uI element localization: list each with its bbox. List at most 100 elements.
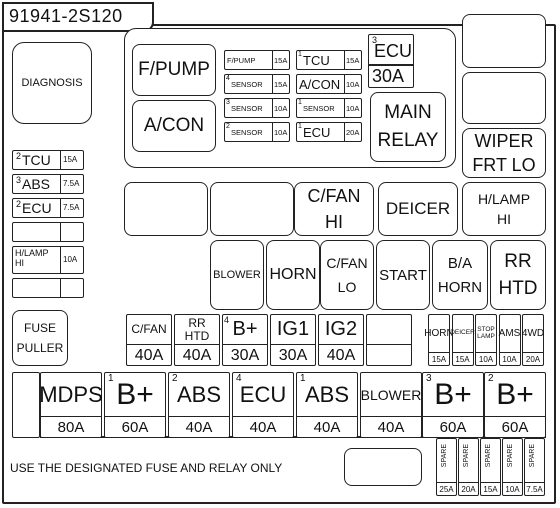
mini-fuse-2	[222, 314, 268, 366]
fuse-puller-line2: PULLER	[16, 341, 64, 355]
fuse-puller-line1: FUSE	[23, 321, 56, 335]
big-fuse-3-amp: 40A	[249, 418, 277, 436]
relay-blank-top-right-1	[462, 14, 546, 68]
mini-fuse-2-label: B+	[232, 318, 258, 340]
spare-fuse-0-amp: 25A	[439, 484, 454, 494]
left-fuse-5-divider	[60, 278, 62, 298]
tiny-fuse-1-label: DEICER	[450, 329, 475, 337]
mini-fuse-1-amp: 40A	[182, 347, 212, 364]
mini-fuse-5-divider	[366, 344, 412, 346]
left-fuse-2-divider	[60, 198, 62, 218]
big-fuse-row-end-cap	[12, 372, 40, 438]
big-fuse-1-amp: 60A	[121, 418, 149, 436]
diagnosis-connector: DIAGNOSIS	[12, 42, 92, 124]
big-fuse-4-label: ABS	[304, 382, 350, 407]
big-fuse-3-divider	[232, 416, 294, 418]
relay-fpump: F/PUMP	[132, 44, 216, 96]
left-fuse-1-divider	[60, 174, 62, 194]
small-right-fuse-1-label: A/CON	[299, 77, 341, 92]
small-left-fuse-3-amp: 10A	[274, 128, 288, 137]
spare-fuse-1-amp: 20A	[461, 484, 476, 494]
fuse-ecu3-amp: 30A	[372, 66, 405, 86]
small-left-fuse-1-divider	[272, 74, 274, 94]
spare-fuse-3-divider	[502, 482, 523, 484]
big-fuse-7-sup: 2	[488, 373, 494, 384]
left-fuse-1-sup: 3	[16, 175, 22, 185]
mini-fuse-4-divider	[318, 344, 364, 346]
mini-fuse-0-divider	[126, 344, 172, 346]
tiny-fuse-2-divider	[475, 352, 497, 354]
tiny-fuse-1-divider	[451, 352, 474, 354]
relay-cfan-hi-line1: C/FAN	[307, 185, 361, 206]
small-right-fuse-1	[296, 74, 362, 94]
small-right-fuse-0-sup: 1	[298, 51, 302, 58]
relay-blower: BLOWER	[210, 240, 264, 310]
fuse-ecu3-divider	[368, 64, 414, 66]
mini-fuse-0	[126, 314, 172, 366]
big-fuse-4	[296, 372, 358, 438]
small-right-fuse-3	[296, 122, 362, 142]
relay-cfan-lo: C/FAN LO	[320, 240, 374, 310]
part-number: 91941-2S120	[9, 6, 123, 26]
left-fuse-3	[12, 222, 84, 242]
small-right-fuse-0-label: TCU	[303, 53, 330, 68]
relay-rr-htd-line2: HTD	[498, 277, 538, 299]
left-fuse-4	[12, 246, 84, 274]
left-fuse-5	[12, 278, 84, 298]
big-fuse-7-label: B+	[496, 378, 534, 411]
small-left-fuse-0	[224, 50, 290, 70]
tiny-fuse-3-amp: 10A	[502, 355, 517, 364]
left-fuse-4-label: H/LAMP HI	[15, 248, 49, 268]
small-left-fuse-2	[224, 98, 290, 118]
small-right-fuse-2-amp: 10A	[346, 104, 360, 113]
small-right-fuse-2-divider	[344, 98, 346, 118]
spare-fuse-1-label: SPARE	[463, 444, 470, 468]
relay-rr-htd: RR HTD	[490, 240, 546, 310]
spare-fuse-2-divider	[480, 482, 501, 484]
relay-start: START	[376, 240, 430, 310]
relay-hlamp-hi-line1: H/LAMP	[477, 191, 531, 207]
small-left-fuse-2-label: SENSOR	[231, 104, 263, 113]
big-fuse-5-label: BLOWER	[360, 387, 422, 403]
big-fuse-2-label: ABS	[176, 382, 222, 407]
notice-text: USE THE DESIGNATED FUSE AND RELAY ONLY	[10, 461, 283, 475]
fuse-puller: FUSE PULLER	[12, 310, 68, 366]
spare-fuse-2	[480, 438, 501, 496]
relay-blank-top-right-2	[462, 72, 546, 124]
left-fuse-2-sup: 2	[16, 199, 22, 209]
left-fuse-0-divider	[60, 150, 62, 170]
mini-fuse-2-amp: 30A	[230, 347, 260, 364]
small-left-fuse-3	[224, 122, 290, 142]
spare-fuse-1-divider	[458, 482, 479, 484]
small-left-fuse-2-sup: 3	[226, 99, 230, 106]
mini-fuse-5	[366, 314, 412, 366]
big-fuse-6-divider	[422, 416, 484, 418]
small-left-fuse-2-divider	[272, 98, 274, 118]
left-fuse-0	[12, 150, 84, 170]
mini-fuse-0-label: C/FAN	[131, 322, 167, 337]
tiny-fuse-2-label: STOP LAMP	[477, 325, 495, 340]
relay-main: MAIN RELAY	[370, 92, 446, 162]
small-left-fuse-1-label: SENSOR	[231, 80, 263, 89]
small-right-fuse-2	[296, 98, 362, 118]
spare-fuse-3-amp: 10A	[505, 484, 520, 494]
left-fuse-4-amp: 10A	[63, 255, 78, 264]
tiny-fuse-2-amp: 10A	[478, 355, 494, 364]
tiny-fuse-0-amp: 15A	[431, 355, 447, 364]
mini-fuse-1-label: RR HTD	[184, 315, 210, 343]
left-fuse-3-divider	[60, 222, 62, 242]
mini-fuse-3-amp: 30A	[278, 347, 308, 364]
mini-fuse-4-label: IG2	[324, 318, 358, 340]
mini-fuse-3-divider	[270, 344, 316, 346]
left-fuse-2-label: ECU	[22, 200, 52, 216]
big-fuse-2	[168, 372, 230, 438]
spare-fuse-0-label: SPARE	[441, 444, 448, 468]
small-right-fuse-2-label: SENSOR	[303, 104, 335, 113]
small-left-fuse-3-sup: 2	[226, 123, 230, 130]
left-fuse-0-amp: 15A	[63, 155, 78, 164]
big-fuse-6-sup: 3	[426, 373, 432, 384]
small-left-fuse-1-amp: 15A	[274, 80, 288, 89]
small-right-fuse-0-amp: 15A	[346, 56, 360, 65]
big-fuse-5-amp: 40A	[377, 418, 405, 436]
relay-hlamp-hi-line2: HI	[497, 211, 511, 227]
